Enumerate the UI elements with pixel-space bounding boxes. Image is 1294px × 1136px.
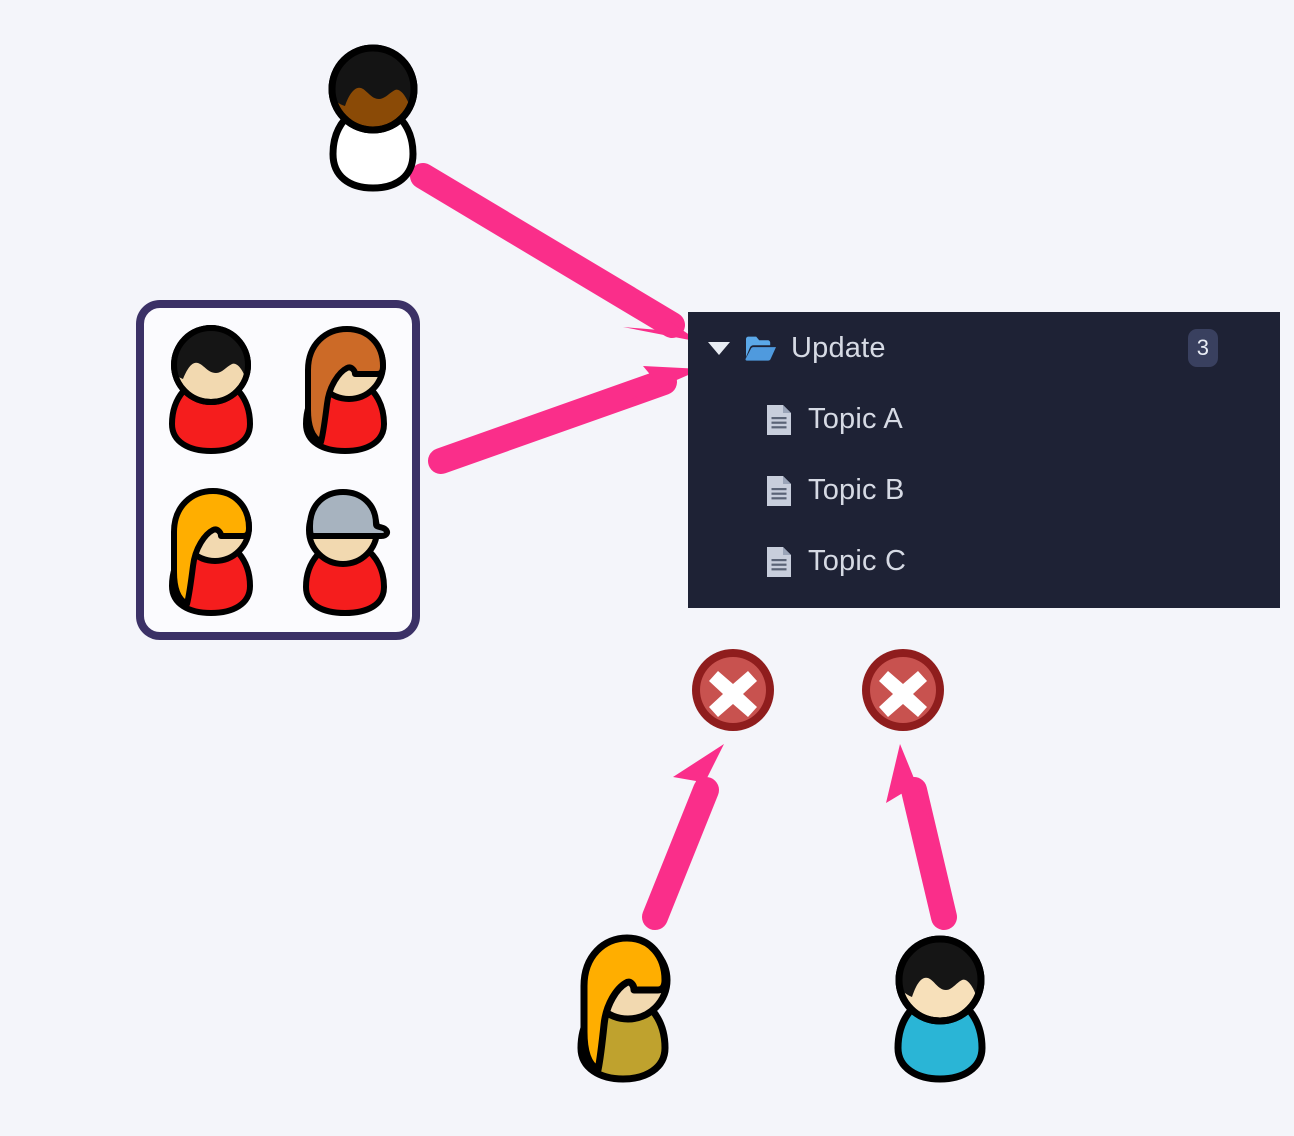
person-avatar-top-single: [325, 44, 421, 192]
badge-child-count: 3: [1187, 329, 1218, 367]
deny-icon-right: [858, 645, 948, 735]
person-avatar-bottom-left: [572, 932, 674, 1084]
document-icon: [767, 475, 791, 506]
tree-label-topic-b: Topic B: [808, 474, 905, 506]
folder-tree-panel: Update 3 Topic A Topic B: [688, 312, 1280, 608]
arrow-top-person-to-folder: [410, 163, 700, 342]
person-avatar-blonde-long-hair-red-shirt: [168, 488, 254, 616]
tree-row-folder-update[interactable]: Update 3: [688, 312, 1280, 384]
person-avatar-black-hair-red-shirt: [168, 325, 254, 454]
person-avatar-grey-cap-red-shirt: [302, 489, 391, 616]
tree-label-topic-a: Topic A: [808, 403, 903, 435]
document-icon: [767, 404, 791, 435]
arrow-group-to-folder: [428, 366, 702, 474]
tree-label-topic-c: Topic C: [808, 545, 907, 577]
open-folder-icon: [745, 336, 776, 361]
tree-label-update: Update: [791, 331, 886, 364]
chevron-down-icon[interactable]: [708, 341, 730, 355]
user-group-box: [136, 300, 420, 640]
tree-row-topic-b[interactable]: Topic B: [688, 455, 1280, 526]
arrow-bottom-left-person-to-deny-left: [642, 744, 724, 930]
person-avatar-auburn-long-hair-red-shirt: [302, 326, 388, 454]
deny-icon-left: [688, 645, 778, 735]
tree-row-topic-c[interactable]: Topic C: [688, 526, 1280, 597]
document-icon: [767, 546, 791, 577]
tree-row-topic-a[interactable]: Topic A: [688, 384, 1280, 455]
person-avatar-bottom-right: [890, 932, 990, 1084]
arrow-bottom-right-person-to-deny-right: [886, 744, 957, 930]
